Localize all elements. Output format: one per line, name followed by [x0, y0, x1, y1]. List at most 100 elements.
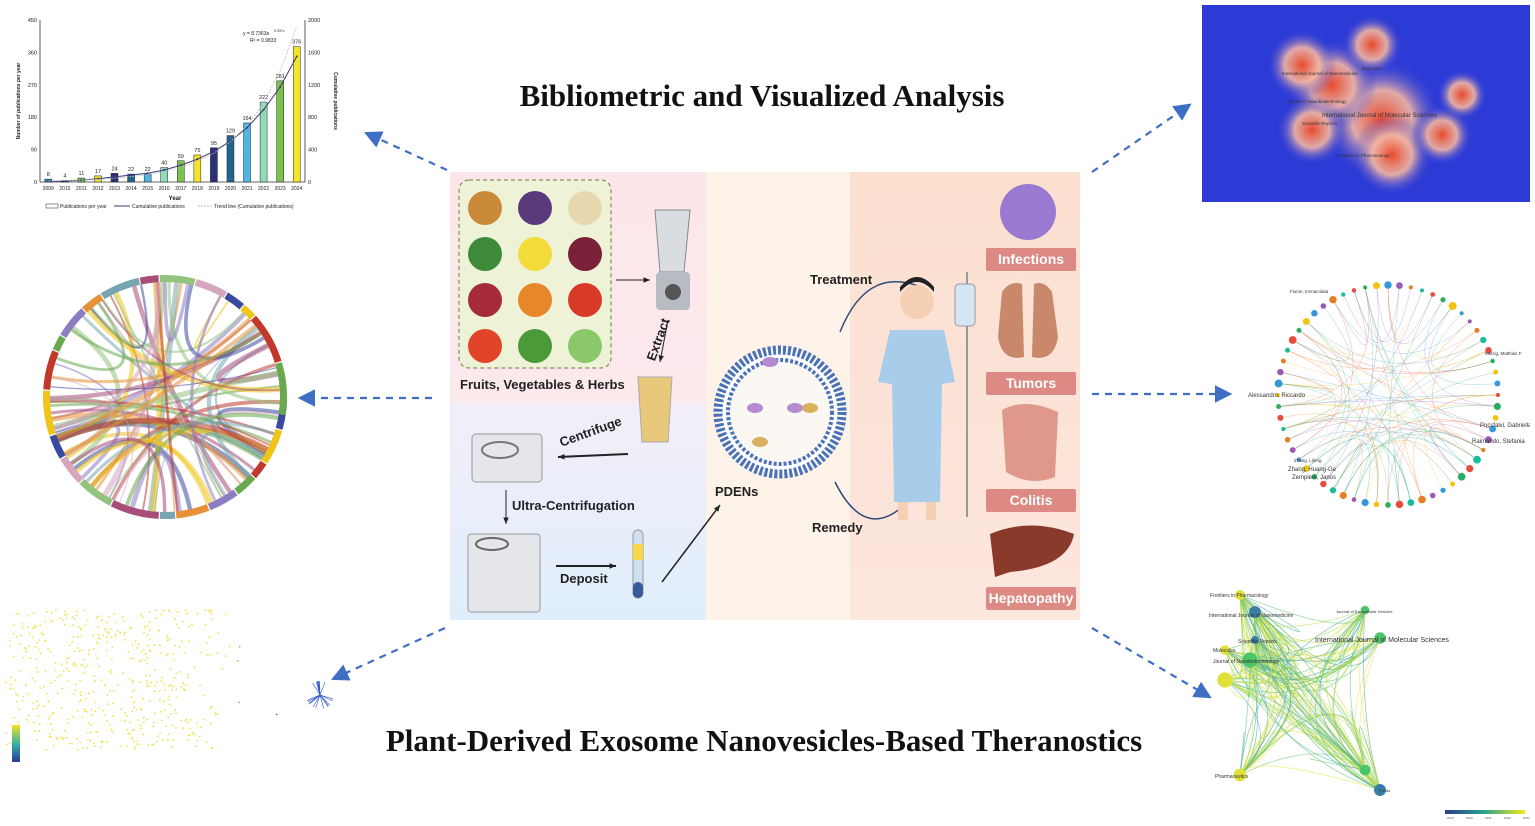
citation-node [187, 640, 190, 643]
citation-node [77, 635, 79, 638]
citation-node [207, 609, 210, 612]
coauthor-node [1274, 379, 1283, 388]
journal-link [1319, 609, 1366, 771]
bar-value-label: 376 [292, 40, 301, 46]
citation-hub-link [319, 694, 329, 707]
citation-node [40, 632, 43, 635]
citation-node [62, 670, 65, 673]
coauthor-node [1490, 358, 1495, 364]
citation-node [47, 648, 49, 650]
r-squared: R² = 0.9833 [250, 38, 276, 44]
citation-node [210, 609, 213, 612]
citation-node [172, 653, 175, 656]
cumulative-point [146, 172, 149, 175]
citation-node [198, 735, 201, 738]
density-label: Scientific Reports [1302, 121, 1338, 126]
coauthor-link [1278, 350, 1489, 387]
citation-node [83, 658, 85, 661]
coauthor-node [1339, 491, 1347, 500]
x-tick-label: 2013 [109, 186, 120, 192]
bar [193, 154, 202, 183]
citation-node [39, 624, 42, 627]
citation-node [173, 676, 176, 679]
citation-node [49, 733, 52, 736]
bar [292, 46, 301, 183]
citation-node [106, 621, 108, 624]
citation-node [127, 732, 130, 735]
citation-node [205, 654, 208, 656]
citation-node [55, 737, 58, 739]
coauthor-label: Melzig, Matthias F. [1485, 351, 1522, 356]
citation-node [25, 718, 28, 721]
citation-node [175, 712, 178, 714]
iv-bag [954, 283, 976, 327]
citation-node [157, 629, 160, 632]
y2-tick-label: 2000 [308, 18, 320, 24]
citation-node [132, 701, 135, 703]
citation-node [224, 613, 227, 616]
chord-segment [79, 479, 113, 506]
ultracentrifuge-lid [475, 537, 509, 551]
citation-node [175, 696, 178, 699]
citation-node [112, 702, 114, 705]
citation-node [67, 718, 69, 721]
citation-node [178, 626, 180, 629]
citation-node [80, 691, 82, 693]
density-map: International Journal of Molecular Scien… [1202, 5, 1530, 202]
journal-link [1239, 594, 1366, 627]
coauthor-node [1489, 425, 1497, 433]
citation-node [152, 743, 155, 746]
citation-node [133, 706, 135, 709]
y-tick-label: 450 [28, 18, 37, 24]
citation-node [131, 681, 134, 684]
citation-node [82, 746, 85, 749]
journal-link [1323, 609, 1381, 664]
citation-node [147, 743, 149, 746]
citation-node [185, 718, 187, 721]
citation-node [154, 617, 157, 620]
coauthor-label: Zhang, Lifeng [1294, 458, 1322, 463]
citation-node [84, 666, 87, 669]
citation-node [165, 725, 167, 727]
coauthor-link [1278, 287, 1370, 407]
citation-node [142, 648, 145, 651]
citation-node [104, 629, 107, 632]
citation-node [87, 692, 90, 695]
journal-label: International Journal of Nanomedicine [1209, 613, 1293, 619]
coauthor-link [1298, 290, 1423, 356]
coauthor-link [1332, 321, 1470, 491]
x-tick-label: 2016 [159, 186, 170, 192]
citation-node [127, 651, 130, 654]
citation-node [90, 731, 92, 734]
citation-node [122, 672, 125, 675]
cargo-protein [787, 403, 803, 413]
citation-node [114, 621, 117, 624]
citation-node [166, 636, 169, 639]
citation-node [204, 609, 207, 612]
citation-node [124, 720, 127, 723]
citation-node [229, 645, 231, 648]
coauthor-link [1364, 287, 1470, 469]
citation-node [148, 685, 151, 688]
density-label: Frontiers in Pharmacology [1337, 153, 1390, 158]
coauthor-link [1387, 420, 1493, 506]
journal-node [1374, 784, 1386, 796]
patient-leg-left [898, 502, 908, 520]
y-tick-label: 270 [28, 83, 37, 89]
citation-hub-link [319, 681, 326, 696]
citation-node [21, 622, 24, 625]
citation-node [25, 650, 28, 653]
coauthor-node [1320, 480, 1327, 488]
coauthor-node [1485, 347, 1492, 354]
journal-link [1239, 594, 1381, 791]
citation-node [46, 692, 48, 695]
coauthor-node [1493, 402, 1501, 411]
coauthor-node [1302, 465, 1310, 472]
citation-node [52, 744, 55, 747]
cumulative-point [246, 126, 249, 129]
citation-node [66, 722, 69, 725]
journal-link [1354, 637, 1381, 791]
citation-node [132, 740, 135, 743]
coauthor-link [1314, 350, 1489, 477]
